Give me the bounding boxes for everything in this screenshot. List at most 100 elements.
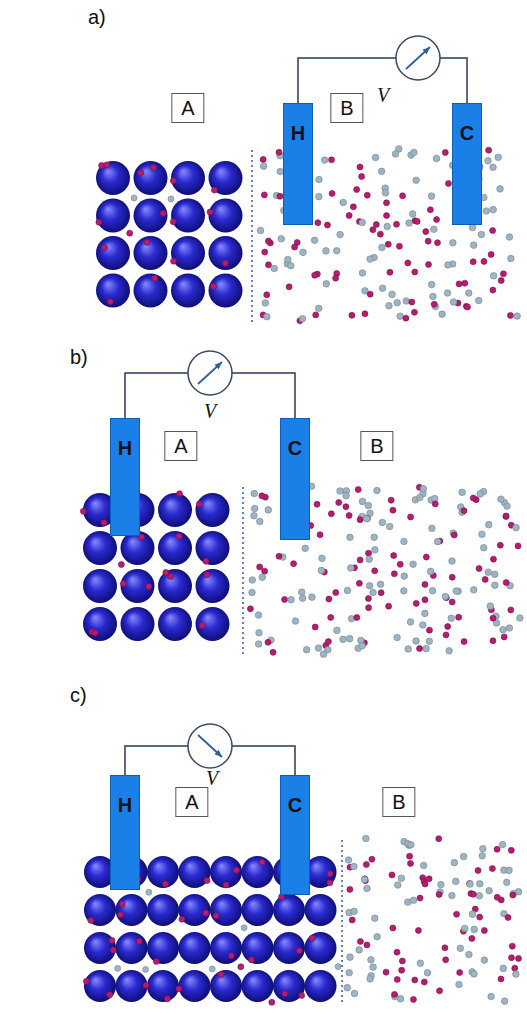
gas-particle — [324, 222, 330, 228]
gas-particle — [498, 278, 504, 284]
adsorbed-particle — [170, 178, 176, 184]
gas-particle — [394, 299, 401, 306]
gas-particle — [390, 925, 396, 931]
gas-particle — [469, 224, 476, 231]
adsorbed-particle — [119, 901, 125, 907]
gas-particle — [470, 587, 477, 594]
adsorbed-particle — [269, 999, 275, 1005]
gas-particle — [346, 635, 353, 642]
gas-particle — [378, 168, 385, 175]
gas-particle — [414, 218, 420, 224]
adsorbed-particle — [92, 630, 98, 636]
atom-sphere — [179, 894, 211, 926]
gas-particle — [417, 494, 424, 501]
gas-particle — [351, 863, 358, 870]
gas-particle — [479, 853, 486, 860]
gas-particle — [391, 571, 397, 577]
gas-particle — [367, 256, 374, 263]
adsorbed-particle — [228, 953, 234, 959]
gas-particle — [476, 893, 483, 900]
gas-particle — [337, 231, 344, 238]
electrode: H — [283, 103, 313, 225]
gas-particle — [434, 217, 440, 223]
gas-particle — [278, 235, 285, 242]
gas-particle — [302, 545, 309, 552]
gas-particle — [372, 547, 379, 554]
gas-particle — [373, 222, 379, 228]
gas-particle — [485, 521, 492, 528]
gas-particle — [363, 515, 370, 522]
gas-particle — [428, 193, 435, 200]
gas-particle — [349, 917, 355, 923]
electrode: C — [280, 775, 310, 895]
gas-particle — [517, 615, 524, 622]
wire — [440, 58, 467, 103]
gas-particle — [345, 857, 352, 864]
electrode-label: H — [284, 122, 312, 144]
gas-particle — [500, 271, 506, 277]
gas-particle — [350, 204, 356, 210]
gas-particle — [433, 155, 440, 162]
gas-particle — [383, 200, 389, 206]
gas-particle — [467, 881, 473, 887]
gas-particle — [265, 507, 272, 514]
gas-particle — [260, 163, 267, 170]
adsorbed-particle — [335, 964, 341, 970]
voltmeter: V — [187, 723, 233, 769]
adsorbed-particle — [177, 491, 183, 497]
atom-sphere — [158, 493, 192, 527]
gas-particle — [265, 238, 271, 244]
gas-particle — [359, 642, 366, 649]
gas-particle — [292, 618, 299, 625]
gas-particle — [347, 954, 354, 961]
gas-particle — [366, 556, 373, 563]
gas-particle — [479, 531, 486, 538]
gas-particle — [430, 293, 437, 300]
electrode: C — [452, 103, 482, 225]
gas-particle — [501, 634, 507, 640]
adsorbed-particle — [203, 558, 209, 564]
wire — [232, 373, 295, 418]
gas-particle — [420, 622, 427, 629]
meter-symbol-label: V — [377, 84, 389, 107]
gas-particle — [470, 259, 476, 265]
atom-sphere — [158, 569, 192, 603]
wire — [125, 746, 188, 775]
adsorbed-particle — [107, 992, 113, 998]
gas-particle — [461, 639, 467, 645]
gas-particle — [507, 312, 513, 318]
gas-particle — [515, 543, 521, 549]
gas-particle — [449, 558, 456, 565]
gas-particle — [449, 599, 455, 605]
adsorbed-particle — [299, 992, 305, 998]
adsorbed-particle — [309, 935, 315, 941]
gas-particle — [426, 876, 432, 882]
gas-particle — [357, 938, 363, 944]
gas-particle — [467, 881, 474, 888]
gas-particle — [303, 646, 310, 653]
gas-particle — [326, 596, 332, 602]
gas-particle — [494, 846, 500, 852]
gas-particle — [394, 976, 400, 982]
adsorbed-particle — [163, 569, 169, 575]
voltmeter: V — [187, 350, 233, 396]
gas-particle — [405, 646, 412, 653]
gas-particle — [312, 272, 318, 278]
gas-particle — [366, 550, 372, 556]
gas-particle — [389, 872, 395, 878]
gas-particle — [486, 147, 492, 153]
wire — [232, 746, 295, 775]
needle-head — [214, 362, 222, 369]
gas-particle — [501, 998, 508, 1005]
gas-particle — [513, 971, 520, 978]
region-label-box: A — [164, 431, 197, 461]
gas-particle — [508, 255, 515, 262]
gas-particle — [427, 568, 434, 575]
atom-sphere — [134, 236, 168, 270]
adsorbed-particle — [199, 622, 205, 628]
gas-particle — [384, 213, 390, 219]
gas-particle — [486, 887, 493, 894]
gas-particle — [413, 177, 420, 184]
gas-particle — [315, 305, 322, 312]
gas-particle — [506, 625, 513, 632]
